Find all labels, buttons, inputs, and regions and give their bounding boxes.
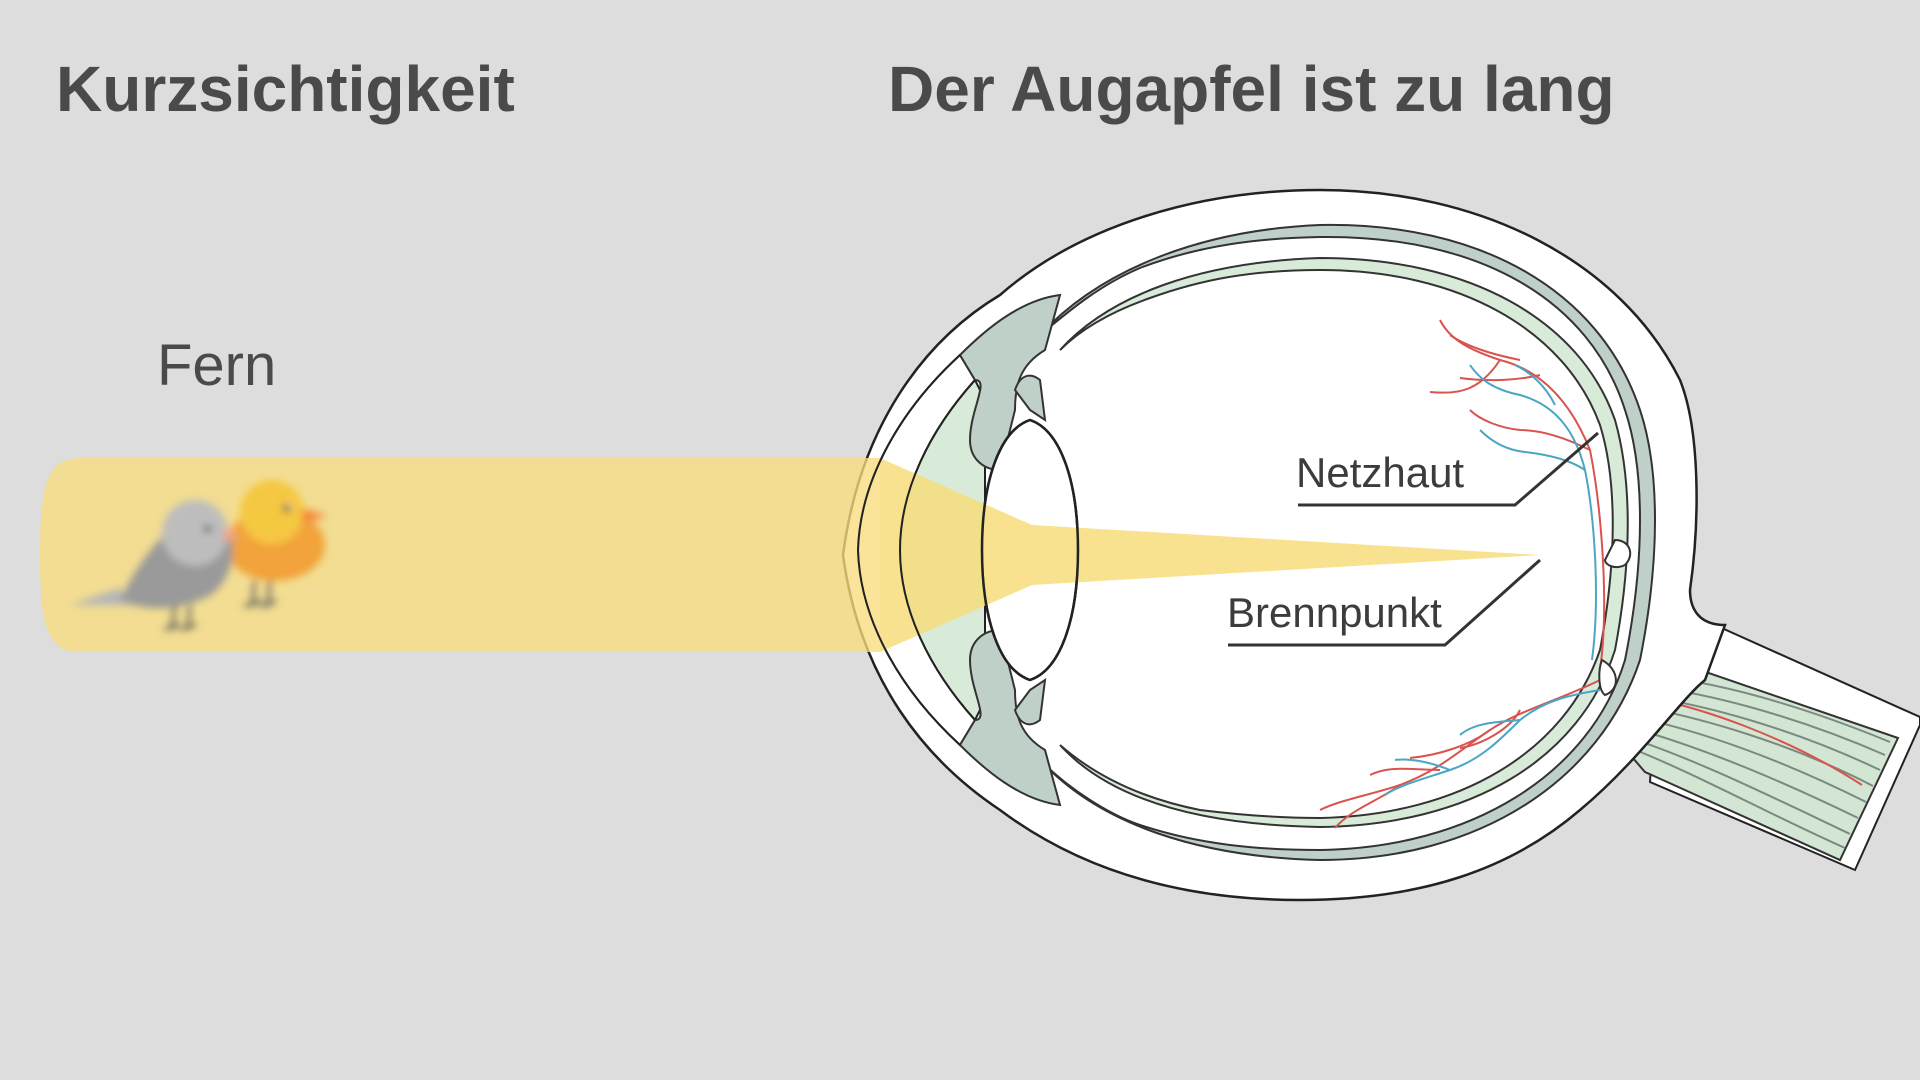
- focal-point-label: Brennpunkt: [1227, 589, 1442, 636]
- fovea: [1603, 538, 1632, 569]
- retina-label: Netzhaut: [1296, 449, 1465, 496]
- ciliary-top: [1013, 374, 1047, 423]
- iris-top: [958, 293, 1062, 472]
- bird-icon: [70, 480, 328, 631]
- retinal-vessels-lower: [1319, 679, 1601, 829]
- distance-label: Fern: [157, 333, 277, 398]
- focal-point-leader-line: [1228, 558, 1542, 647]
- retina-leader-line: [1298, 431, 1599, 507]
- page-title: Kurzsichtigkeit: [56, 53, 515, 125]
- diagram-subtitle: Der Augapfel ist zu lang: [888, 53, 1615, 125]
- retinal-vessels-upper: [1429, 319, 1606, 671]
- optic-disc: [1598, 658, 1617, 697]
- retina-layer: [1059, 256, 1629, 829]
- ciliary-bottom: [1013, 677, 1047, 726]
- iris-bottom: [958, 628, 1062, 807]
- sclera: [1039, 223, 1656, 862]
- refracted-rays: [880, 458, 1540, 652]
